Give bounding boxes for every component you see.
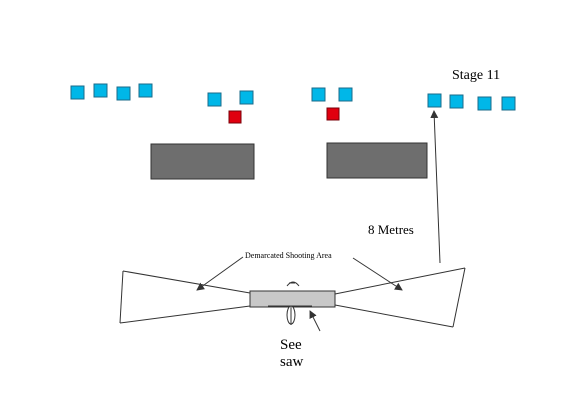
paper-target — [477, 96, 492, 111]
barrier-left — [150, 143, 255, 180]
shooting-area-outline — [119, 267, 466, 328]
paper-targets — [70, 83, 516, 111]
shooting-area-pointer-right — [352, 257, 403, 291]
seesaw-label-line1: See — [280, 337, 302, 353]
paper-target — [93, 83, 108, 98]
shooting-area-pointer-left — [196, 256, 244, 291]
steel-target — [228, 110, 242, 124]
paper-target — [239, 90, 254, 105]
paper-target — [338, 87, 353, 102]
steel-targets — [228, 107, 340, 124]
paper-target — [501, 96, 516, 111]
distance-arrow — [430, 110, 441, 264]
seesaw-label-line2: saw — [280, 354, 303, 370]
paper-target — [70, 85, 85, 100]
tilt-indicator-icon — [286, 281, 300, 287]
barrier-right — [326, 142, 428, 179]
seesaw-pointer — [309, 310, 321, 332]
seesaw-platform — [249, 290, 336, 308]
paper-target — [311, 87, 326, 102]
paper-target — [116, 86, 131, 101]
paper-target — [449, 94, 464, 109]
distance-label: 8 Metres — [368, 222, 414, 237]
shooting-area-label: Demarcated Shooting Area — [245, 251, 332, 260]
paper-target — [207, 92, 222, 107]
stage-title: Stage 11 — [452, 68, 500, 83]
paper-target — [138, 83, 153, 98]
paper-target — [427, 93, 442, 108]
steel-target — [326, 107, 340, 121]
